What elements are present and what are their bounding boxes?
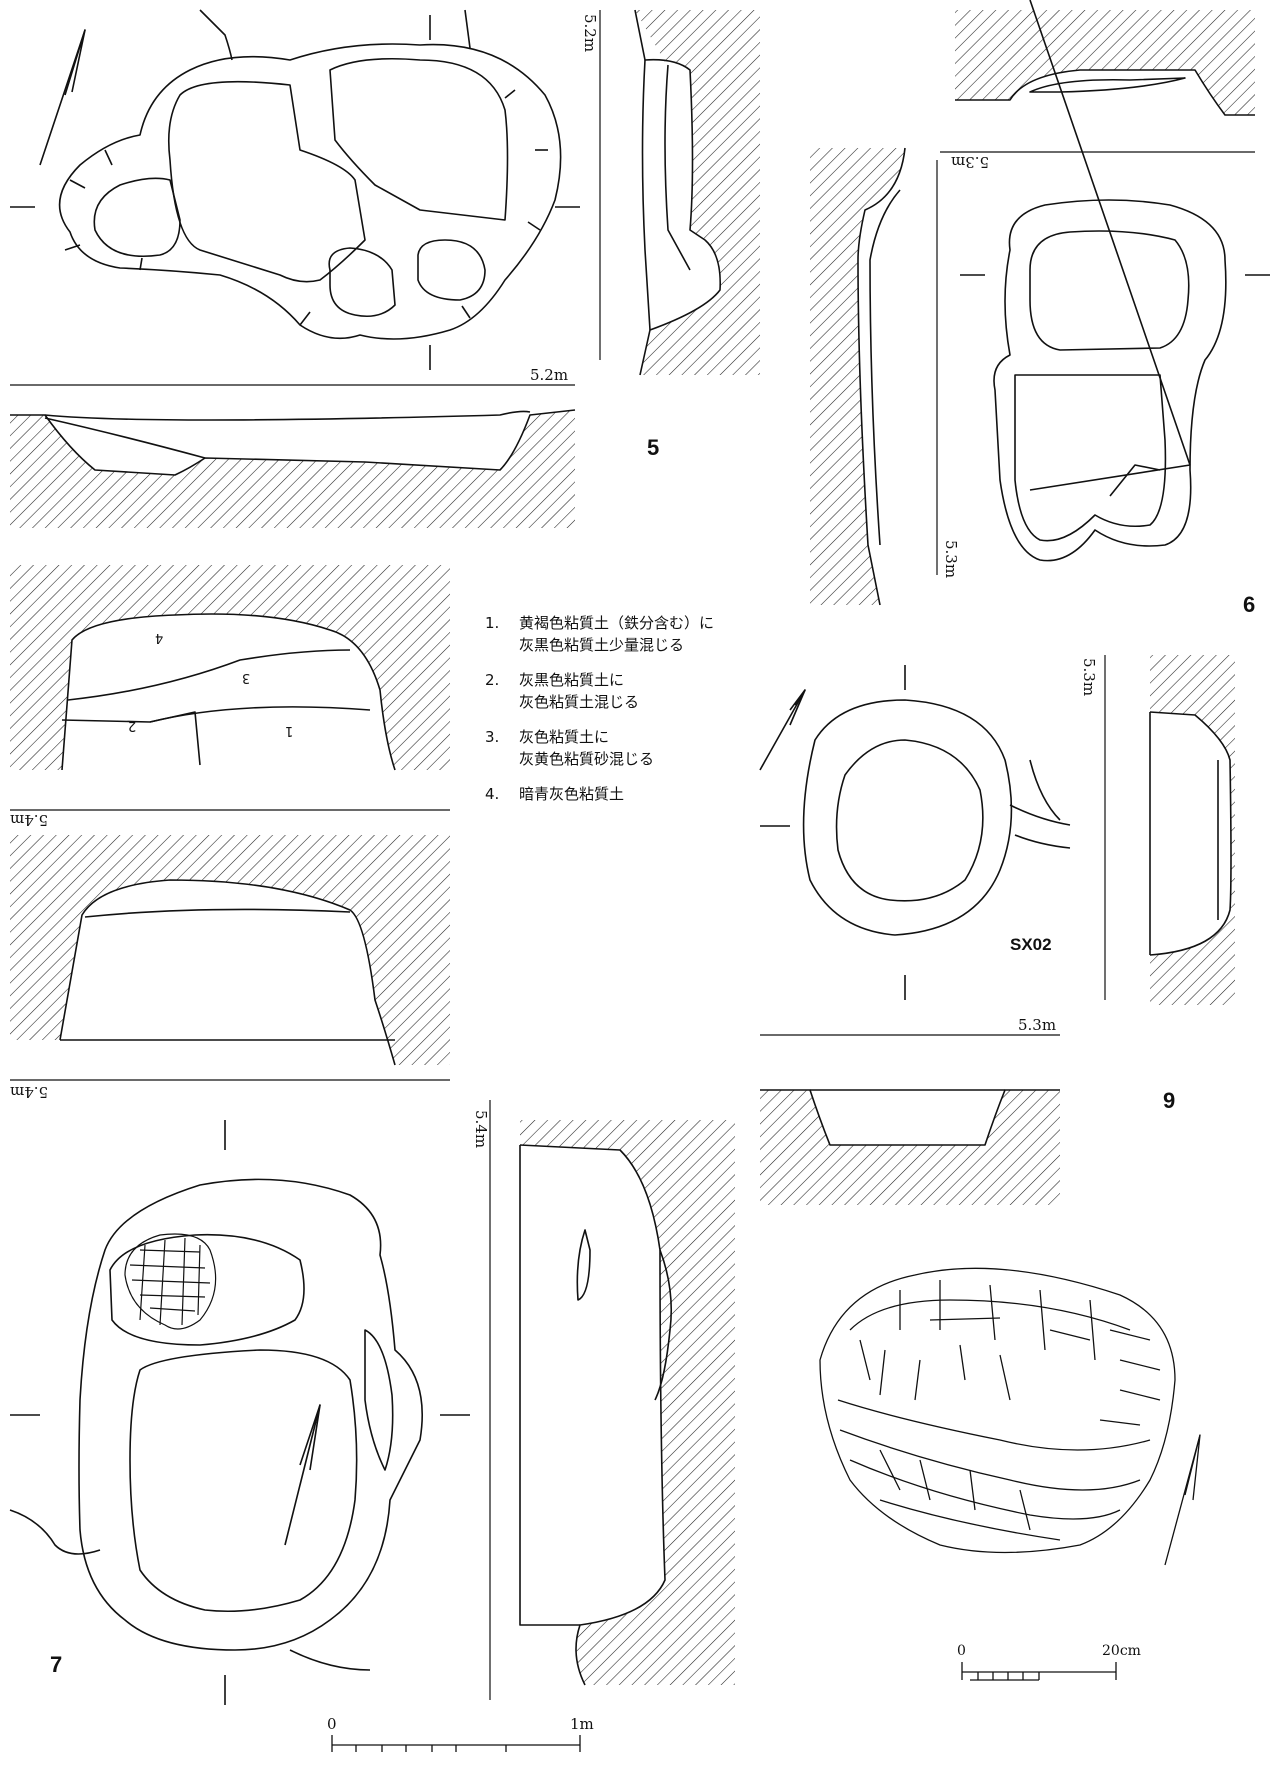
fig6-top-section [940, 10, 1255, 153]
level-label-fig7-side: 5.4m [472, 1110, 490, 1149]
level-label-second-section: 5.4m [10, 1083, 49, 1101]
layer-number-4: 4 [155, 630, 164, 645]
level-label-sx02-section: 5.3m [1018, 1016, 1057, 1034]
fig6-side-section [810, 147, 938, 606]
level-label-fig6-top: 5.3m [951, 153, 990, 171]
soil-legend: 1. 黄褐色粘質土（鉄分含む）に 灰黒色粘質土少量混じる 2. 灰黒色粘質土に … [485, 612, 714, 818]
fig7-basket [124, 1233, 217, 1330]
fig5-section [10, 384, 576, 528]
fig6-plan [960, 0, 1270, 562]
fig5-side-section [599, 9, 760, 376]
level-label-sx02-side: 5.3m [1080, 658, 1098, 697]
second-section [10, 835, 450, 1081]
sx02-section [760, 1034, 1060, 1205]
level-label-layer-section: 5.4m [10, 811, 49, 829]
layer-number-3: 3 [242, 670, 251, 685]
fig7-side-section [489, 1100, 735, 1700]
legend-num: 2. [485, 671, 500, 689]
sx02-side-section [1104, 655, 1235, 1005]
figure-number-6: 6 [1243, 592, 1256, 617]
legend-item: 4. 暗青灰色粘質土 [485, 783, 714, 805]
figure-number-9: 9 [1163, 1088, 1176, 1113]
legend-text: 暗青灰色粘質土 [519, 785, 625, 803]
layer-section [10, 565, 450, 811]
figure-number-7: 7 [50, 1652, 63, 1677]
scale-small-end: 20cm [1102, 1643, 1141, 1659]
sx02-plan [759, 665, 1071, 1000]
scale-large-end: 1m [570, 1715, 594, 1733]
legend-item: 2. 灰黒色粘質土に 灰色粘質土混じる [485, 669, 714, 713]
level-label-fig6-side: 5.3m [942, 540, 960, 579]
scale-large-start: 0 [327, 1715, 337, 1733]
fig7-plan [9, 1120, 470, 1705]
legend-item: 3. 灰色粘質土に 灰黄色粘質砂混じる [485, 726, 714, 770]
scale-small-start: 0 [957, 1643, 966, 1659]
legend-text: 灰黄色粘質砂混じる [519, 750, 655, 768]
legend-num: 1. [485, 614, 500, 632]
legend-text: 黄褐色粘質土（鉄分含む）に [519, 614, 715, 632]
legend-text: 灰色粘質土混じる [519, 693, 640, 711]
level-label-fig5-section: 5.2m [530, 366, 569, 384]
legend-text: 灰黒色粘質土少量混じる [519, 636, 685, 654]
legend-item: 1. 黄褐色粘質土（鉄分含む）に 灰黒色粘質土少量混じる [485, 612, 714, 656]
legend-num: 3. [485, 728, 500, 746]
level-label-fig5-side: 5.2m [581, 14, 599, 53]
legend-num: 4. [485, 785, 500, 803]
layer-number-2: 2 [128, 718, 137, 733]
layer-number-1: 1 [285, 723, 294, 738]
scale-small [961, 1662, 1117, 1681]
scale-large [331, 1735, 581, 1752]
figure-number-5: 5 [647, 435, 660, 460]
legend-text: 灰色粘質土に [519, 728, 610, 746]
sx02-label: SX02 [1010, 935, 1052, 954]
fig5-plan [10, 9, 580, 370]
legend-text: 灰黒色粘質土に [519, 671, 625, 689]
fig9-basket [819, 1267, 1201, 1566]
